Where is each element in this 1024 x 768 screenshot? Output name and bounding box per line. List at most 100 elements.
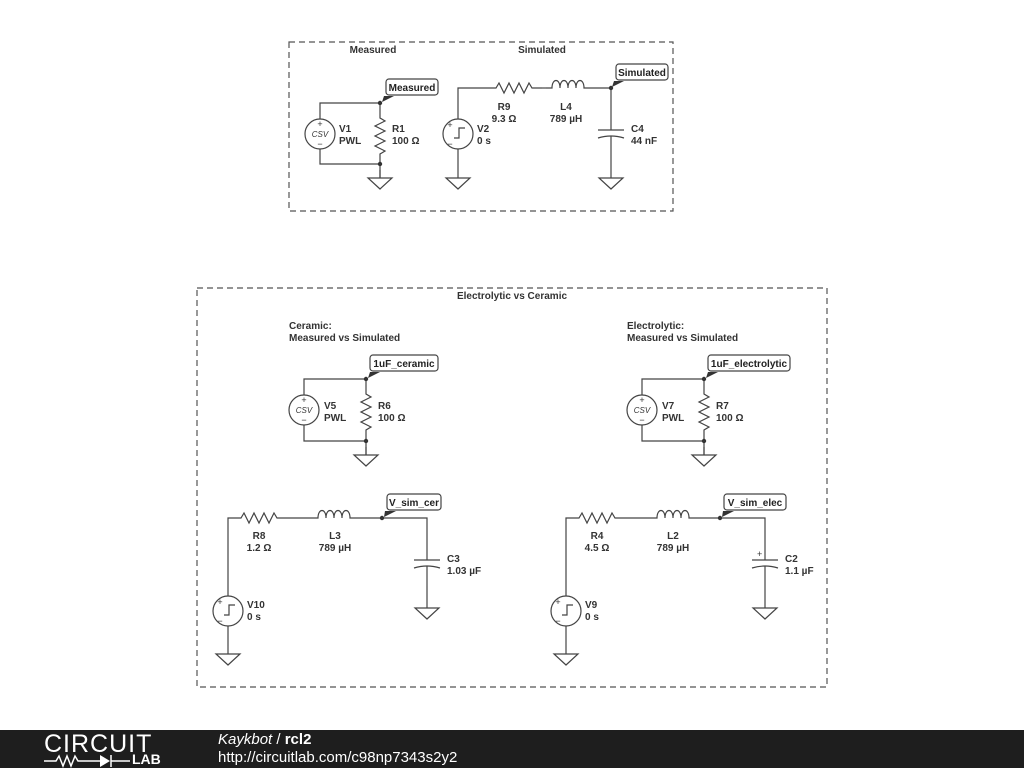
electrolytic-measured-circuit: 1uF_electrolytic V7 PWL R7 100 Ω	[626, 354, 791, 467]
top-heading-simulated: Simulated	[518, 45, 566, 56]
v10-source-symbol[interactable]	[212, 595, 244, 627]
v2-source-symbol[interactable]	[442, 118, 474, 150]
v2-name: V2	[477, 124, 490, 135]
r6-value: 100 Ω	[378, 413, 405, 424]
r6-name: R6	[378, 401, 391, 412]
r1-name: R1	[392, 124, 405, 135]
probe-tag-v-sim-elec[interactable]: V_sim_elec	[723, 493, 787, 511]
ground-icon	[367, 169, 393, 190]
ground-icon	[691, 446, 717, 467]
r9-resistor-symbol[interactable]	[485, 82, 543, 94]
l2-inductor-symbol[interactable]	[650, 509, 696, 519]
l4-inductor-symbol[interactable]	[545, 79, 591, 89]
r1-resistor-symbol[interactable]	[374, 107, 386, 165]
v9-source-symbol[interactable]	[550, 595, 582, 627]
svg-text:+: +	[757, 549, 762, 559]
probe-tag-1uf-electrolytic[interactable]: 1uF_electrolytic	[707, 354, 791, 372]
r4-resistor-symbol[interactable]	[568, 512, 626, 524]
footer-bar: CIRCUIT LAB Kaykbot / rcl2 http://circui…	[0, 730, 1024, 768]
bottom-title: Electrolytic vs Ceramic	[457, 291, 567, 302]
project-name[interactable]: rcl2	[284, 731, 312, 748]
ground-icon	[353, 446, 379, 467]
top-measured-circuit: Measured V1 PWL R1 100 Ω	[304, 78, 439, 190]
v9-value: 0 s	[585, 612, 599, 623]
logo-circuit-text: CIRCUIT	[44, 730, 153, 758]
l3-inductor-symbol[interactable]	[311, 509, 357, 519]
l4-value: 789 µH	[550, 114, 582, 125]
l2-name: L2	[667, 531, 679, 542]
schematic-canvas: + CSV − + − Measured Simulated	[196, 41, 828, 688]
svg-text:Measured: Measured	[389, 83, 436, 94]
c3-value: 1.03 µF	[447, 566, 481, 577]
r4-value: 4.5 Ω	[585, 543, 610, 554]
c2-name: C2	[785, 554, 798, 565]
r7-name: R7	[716, 401, 729, 412]
r6-resistor-symbol[interactable]	[360, 383, 372, 441]
r4-name: R4	[591, 531, 604, 542]
c3-capacitor-symbol[interactable]	[413, 539, 441, 587]
c4-name: C4	[631, 124, 644, 135]
author-link[interactable]: Kaykbot	[218, 731, 273, 748]
ground-icon	[445, 169, 471, 190]
r8-resistor-symbol[interactable]	[230, 512, 288, 524]
electrolytic-heading-line2: Measured vs Simulated	[627, 333, 738, 344]
probe-tag-measured[interactable]: Measured	[385, 78, 439, 96]
ceramic-heading-line2: Measured vs Simulated	[289, 333, 400, 344]
ground-icon	[598, 169, 624, 190]
r9-value: 9.3 Ω	[492, 114, 517, 125]
svg-text:V_sim_cer: V_sim_cer	[389, 498, 439, 509]
top-frame	[288, 41, 674, 212]
l3-value: 789 µH	[319, 543, 351, 554]
ground-icon	[752, 599, 778, 620]
v5-name: V5	[324, 401, 337, 412]
ground-icon	[553, 645, 579, 666]
v1-source-symbol[interactable]	[304, 118, 336, 150]
v10-value: 0 s	[247, 612, 261, 623]
r7-value: 100 Ω	[716, 413, 743, 424]
project-url[interactable]: http://circuitlab.com/c98np7343s2y2	[218, 749, 458, 766]
l2-value: 789 µH	[657, 543, 689, 554]
v9-name: V9	[585, 600, 598, 611]
ceramic-heading-line1: Ceramic:	[289, 321, 332, 332]
author-project-line: Kaykbot / rcl2	[218, 731, 311, 749]
probe-tag-simulated[interactable]: Simulated	[615, 63, 669, 81]
v5-source-symbol[interactable]	[288, 394, 320, 426]
c3-name: C3	[447, 554, 460, 565]
path-separator: /	[272, 731, 285, 748]
l3-name: L3	[329, 531, 341, 542]
probe-tag-v-sim-cer[interactable]: V_sim_cer	[386, 493, 442, 511]
c4-value: 44 nF	[631, 136, 657, 147]
v7-value: PWL	[662, 413, 684, 424]
electrolytic-simulated-circuit: + V_sim_elec R4 4.5 Ω L2 789 µH C2 1.1 µ…	[550, 493, 814, 666]
r8-value: 1.2 Ω	[247, 543, 272, 554]
top-heading-measured: Measured	[350, 45, 397, 56]
v10-name: V10	[247, 600, 265, 611]
v7-source-symbol[interactable]	[626, 394, 658, 426]
svg-text:V_sim_elec: V_sim_elec	[728, 498, 783, 509]
c4-capacitor-symbol[interactable]	[597, 109, 625, 157]
r1-value: 100 Ω	[392, 136, 419, 147]
v7-name: V7	[662, 401, 675, 412]
top-simulated-circuit: Simulated R9 9.3 Ω L4 789 µH C4 44 nF V2…	[442, 63, 669, 190]
v5-value: PWL	[324, 413, 346, 424]
electrolytic-heading-line1: Electrolytic:	[627, 321, 684, 332]
r8-name: R8	[253, 531, 266, 542]
probe-tag-1uf-ceramic[interactable]: 1uF_ceramic	[369, 354, 439, 372]
logo-resistor-diode-icon	[44, 754, 130, 768]
v1-name: V1	[339, 124, 352, 135]
r9-name: R9	[498, 102, 511, 113]
ground-icon	[414, 599, 440, 620]
svg-text:1uF_electrolytic: 1uF_electrolytic	[711, 359, 788, 370]
svg-text:Simulated: Simulated	[618, 68, 666, 79]
logo-lab-text: LAB	[132, 751, 161, 767]
ceramic-measured-circuit: 1uF_ceramic V5 PWL R6 100 Ω	[288, 354, 439, 467]
ground-icon	[215, 645, 241, 666]
v1-value: PWL	[339, 136, 361, 147]
ceramic-simulated-circuit: V_sim_cer R8 1.2 Ω L3 789 µH C3 1.03 µF …	[212, 493, 481, 666]
circuitlab-logo[interactable]: CIRCUIT LAB	[44, 730, 176, 768]
svg-text:1uF_ceramic: 1uF_ceramic	[373, 359, 435, 370]
v2-value: 0 s	[477, 136, 491, 147]
l4-name: L4	[560, 102, 572, 113]
c2-value: 1.1 µF	[785, 566, 814, 577]
r7-resistor-symbol[interactable]	[698, 383, 710, 441]
